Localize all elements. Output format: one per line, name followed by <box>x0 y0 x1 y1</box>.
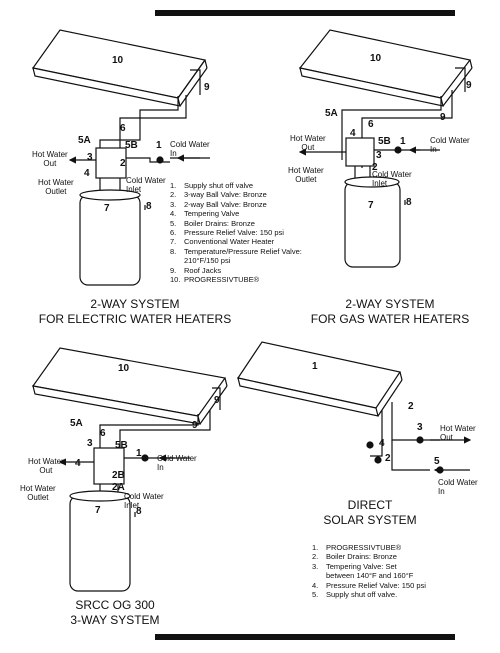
gas-water-heater <box>344 181 401 268</box>
gas-system-diagram <box>298 29 473 268</box>
gas-label-9b: 9 <box>440 112 446 123</box>
legend-item: 6.Pressure Relief Valve: 150 psi <box>170 228 284 238</box>
gas-hot-water-out-label: Hot Water Out <box>290 134 326 152</box>
electric-hot-water-out-label: Hot Water Out <box>32 150 68 168</box>
electric-system-diagram <box>31 29 210 286</box>
electric-label-2: 2 <box>120 158 126 169</box>
srcc-label-2a: 2A <box>112 482 125 493</box>
electric-label-3: 3 <box>87 152 93 163</box>
direct-legend: 1.PROGRESSIVTUBE® 2.Boiler Drains: Bronz… <box>312 543 426 599</box>
legend-item: 2.3-way Ball Valve: Bronze <box>170 190 267 200</box>
gas-label-8: 8 <box>406 197 412 208</box>
electric-label-5b: 5B <box>125 140 138 151</box>
electric-label-1: 1 <box>156 140 162 151</box>
direct-label-2a: 2 <box>408 401 414 412</box>
electric-title: 2-WAY SYSTEM FOR ELECTRIC WATER HEATERS <box>38 297 232 326</box>
legend-item: 2.Boiler Drains: Bronze <box>312 552 397 562</box>
electric-cold-water-in-label: Cold Water In <box>170 140 210 158</box>
srcc-label-8: 8 <box>136 506 142 517</box>
srcc-label-5b: 5B <box>115 440 128 451</box>
gas-label-3: 3 <box>376 150 382 161</box>
bottom-bar <box>155 634 455 640</box>
gas-hot-water-outlet-label: Hot Water Outlet <box>288 166 324 184</box>
legend-item: 5.Boiler Drains: Bronze <box>170 218 255 228</box>
electric-label-8: 8 <box>146 201 152 212</box>
direct-label-2b: 2 <box>385 453 391 464</box>
gas-label-6: 6 <box>368 119 374 130</box>
srcc-cold-water-inlet-label: Cold Water Inlet <box>124 492 164 510</box>
srcc-label-5a: 5A <box>70 418 83 429</box>
direct-cold-water-in-label: Cold Water In <box>438 478 478 496</box>
direct-label-5: 5 <box>434 456 440 467</box>
electric-label-4: 4 <box>84 168 90 179</box>
srcc-hot-water-outlet-label: Hot Water Outlet <box>20 484 56 502</box>
srcc-label-3: 3 <box>87 438 93 449</box>
direct-label-4: 4 <box>379 438 385 449</box>
legend-item: 3.Tempering Valve: Set <box>312 561 397 571</box>
srcc-collector-number: 10 <box>118 363 130 374</box>
legend-item: 10.PROGRESSIVTUBE® <box>170 275 260 285</box>
gas-label-1: 1 <box>400 136 406 147</box>
gas-label-9a: 9 <box>466 80 472 91</box>
legend-item: 1.PROGRESSIVTUBE® <box>312 543 402 552</box>
top-bar <box>155 10 455 16</box>
srcc-label-7: 7 <box>95 505 101 516</box>
legend-item: 5.Supply shut off valve. <box>312 590 398 600</box>
direct-title: DIRECT SOLAR SYSTEM <box>323 498 417 527</box>
gas-collector-number: 10 <box>370 53 382 64</box>
srcc-label-1: 1 <box>136 448 142 459</box>
srcc-system-diagram <box>31 347 228 592</box>
electric-label-9: 9 <box>204 82 210 93</box>
legend-item: 4.Tempering Valve <box>170 209 240 219</box>
legend-item: 3.2-way Ball Valve: Bronze <box>170 199 267 209</box>
direct-collector-number: 1 <box>312 361 318 372</box>
srcc-label-9b: 9 <box>192 420 198 431</box>
electric-label-6: 6 <box>120 123 126 134</box>
direct-label-3: 3 <box>417 422 423 433</box>
gas-label-5b: 5B <box>378 136 391 147</box>
electric-collector-number: 10 <box>112 55 124 66</box>
legend-item: between 140°F and 160°F <box>326 571 414 581</box>
srcc-label-2b: 2B <box>112 470 125 481</box>
gas-title: 2-WAY SYSTEM FOR GAS WATER HEATERS <box>310 297 470 326</box>
gas-label-5a: 5A <box>325 108 338 119</box>
gas-label-4: 4 <box>350 128 356 139</box>
srcc-label-6: 6 <box>100 428 106 439</box>
electric-label-7: 7 <box>104 203 110 214</box>
srcc-label-9a: 9 <box>214 395 220 406</box>
electric-label-5a: 5A <box>78 135 91 146</box>
direct-hot-water-out-label: Hot Water Out <box>440 424 476 442</box>
srcc-hot-water-out-label: Hot Water Out <box>28 457 64 475</box>
legend-item: 8.Temperature/Pressure Relief Valve: <box>170 246 302 256</box>
legend-item: 4.Pressure Relief Valve: 150 psi <box>312 580 426 590</box>
direct-system-diagram <box>237 341 472 474</box>
legend-item: 210°F/150 psi <box>184 256 231 266</box>
gas-label-2: 2 <box>372 162 378 173</box>
component-legend: 1.Supply shut off valve 2.3-way Ball Val… <box>170 181 302 284</box>
srcc-cold-water-in-label: Cold Water In <box>157 454 197 472</box>
srcc-title: SRCC OG 300 3-WAY SYSTEM <box>70 598 160 627</box>
gas-cold-water-inlet-label: Cold Water Inlet <box>372 170 412 188</box>
legend-item: 7.Conventional Water Heater <box>170 237 275 247</box>
legend-item: 1.Supply shut off valve <box>170 181 254 190</box>
electric-cold-water-inlet-label: Cold Water Inlet <box>126 176 166 194</box>
srcc-label-4: 4 <box>75 458 81 469</box>
legend-item: 9.Roof Jacks <box>170 265 222 275</box>
gas-cold-water-in-label: Cold Water In <box>430 136 470 154</box>
electric-water-heater <box>79 194 141 286</box>
gas-label-7: 7 <box>368 200 374 211</box>
electric-hot-water-outlet-label: Hot Water Outlet <box>38 178 74 196</box>
